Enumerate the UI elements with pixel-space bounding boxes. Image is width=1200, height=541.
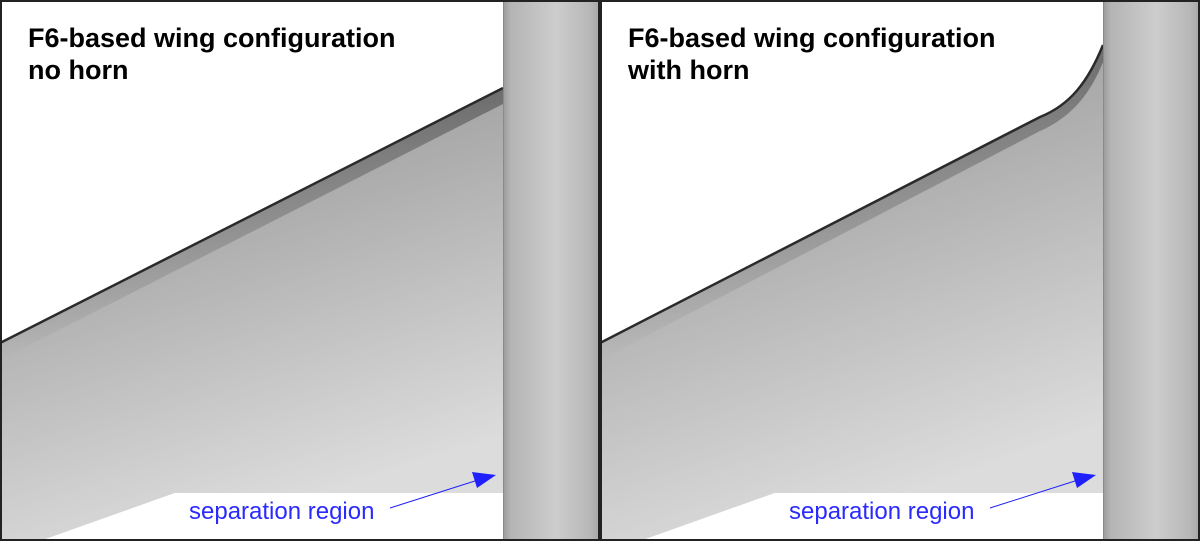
title-line-1: F6-based wing configuration [628, 23, 996, 53]
panel-title: F6-based wing configuration with horn [628, 22, 996, 86]
wing-render-with-horn [600, 0, 1200, 541]
separation-region-label: separation region [189, 498, 375, 525]
panel-no-horn: F6-based wing configuration no horn sepa… [0, 0, 600, 541]
title-line-2: with horn [628, 55, 750, 85]
panel-with-horn: F6-based wing configuration with horn se… [600, 0, 1200, 541]
separation-region-label: separation region [789, 498, 975, 525]
arrow-head-icon [1072, 472, 1096, 488]
title-line-1: F6-based wing configuration [28, 23, 396, 53]
arrow-head-icon [472, 472, 496, 488]
wing-render-no-horn [0, 0, 600, 541]
title-line-2: no horn [28, 55, 129, 85]
panel-title: F6-based wing configuration no horn [28, 22, 396, 86]
